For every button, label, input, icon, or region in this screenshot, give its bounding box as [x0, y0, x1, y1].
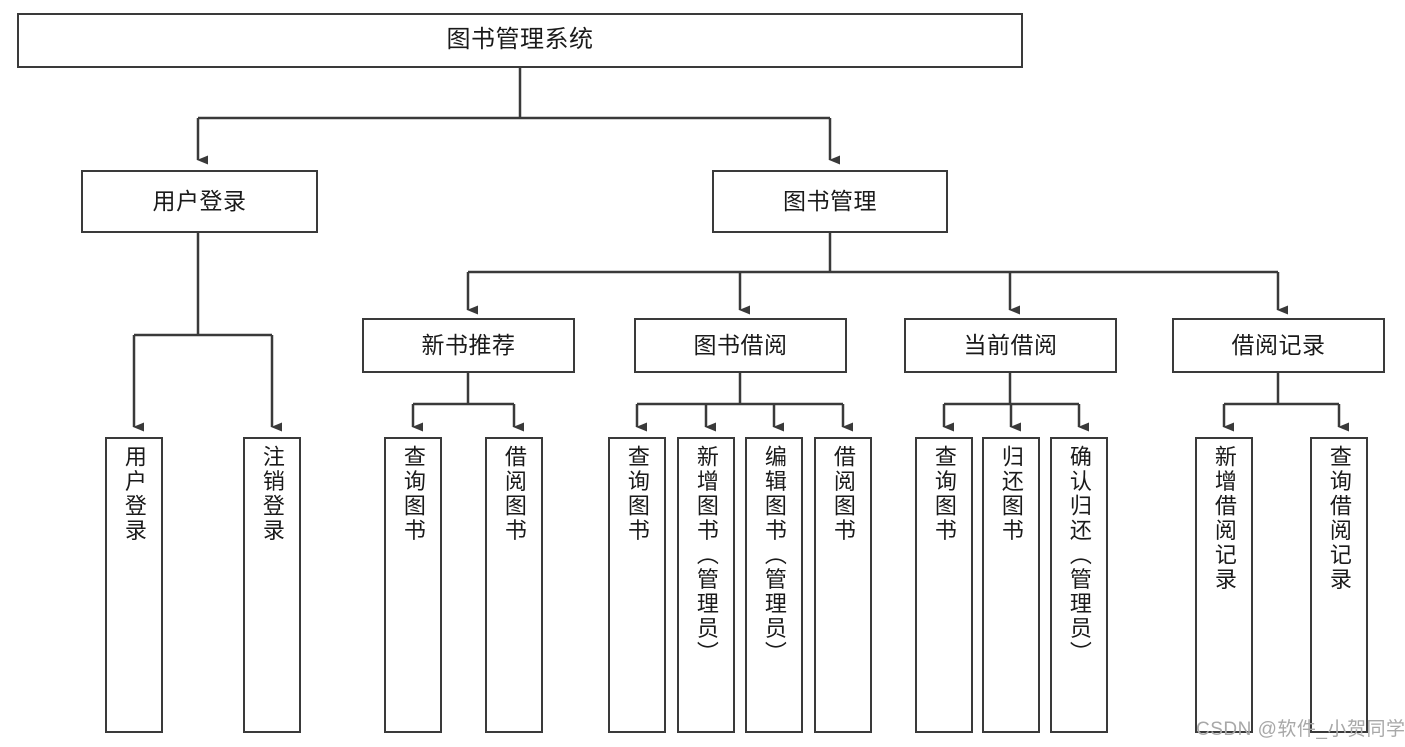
node-leaf-confirm-return-label: 确认归还（管理员）	[1066, 445, 1092, 666]
node-root[interactable]: 图书管理系统	[17, 13, 1023, 68]
node-leaf-add-book[interactable]: 新增图书（管理员）	[677, 437, 735, 733]
node-leaf-query-book-2[interactable]: 查询图书	[608, 437, 666, 733]
node-leaf-user-logout[interactable]: 注销登录	[243, 437, 301, 733]
node-leaf-edit-book[interactable]: 编辑图书（管理员）	[745, 437, 803, 733]
node-leaf-query-book-2-label: 查询图书	[624, 445, 650, 543]
node-borrow-record[interactable]: 借阅记录	[1172, 318, 1385, 373]
node-leaf-user-logout-label: 注销登录	[259, 445, 285, 543]
node-book-management-label: 图书管理	[783, 187, 877, 214]
node-leaf-borrow-book-2-label: 借阅图书	[830, 445, 856, 543]
node-user-login-label: 用户登录	[152, 187, 247, 214]
watermark: CSDN @软件_小贺同学	[1196, 719, 1405, 740]
node-root-label: 图书管理系统	[446, 26, 594, 54]
node-leaf-borrow-book-2[interactable]: 借阅图书	[814, 437, 872, 733]
node-book-borrow-label: 图书借阅	[693, 331, 788, 358]
node-leaf-add-record[interactable]: 新增借阅记录	[1195, 437, 1253, 733]
node-user-login[interactable]: 用户登录	[81, 170, 318, 233]
node-leaf-user-login[interactable]: 用户登录	[105, 437, 163, 733]
node-leaf-add-book-label: 新增图书（管理员）	[693, 445, 719, 666]
node-book-management[interactable]: 图书管理	[712, 170, 948, 233]
node-borrow-record-label: 借阅记录	[1231, 331, 1326, 358]
node-leaf-confirm-return[interactable]: 确认归还（管理员）	[1050, 437, 1108, 733]
node-leaf-query-book-1[interactable]: 查询图书	[384, 437, 442, 733]
node-leaf-return-book-label: 归还图书	[998, 445, 1024, 543]
node-leaf-return-book[interactable]: 归还图书	[982, 437, 1040, 733]
node-leaf-borrow-book-1[interactable]: 借阅图书	[485, 437, 543, 733]
node-leaf-query-record[interactable]: 查询借阅记录	[1310, 437, 1368, 733]
node-leaf-user-login-label: 用户登录	[121, 445, 147, 543]
node-current-borrow[interactable]: 当前借阅	[904, 318, 1117, 373]
node-book-borrow[interactable]: 图书借阅	[634, 318, 847, 373]
node-current-borrow-label: 当前借阅	[963, 331, 1058, 358]
node-new-book-recommend-label: 新书推荐	[421, 331, 516, 358]
node-leaf-borrow-book-1-label: 借阅图书	[501, 445, 527, 543]
node-leaf-edit-book-label: 编辑图书（管理员）	[761, 445, 787, 666]
node-leaf-add-record-label: 新增借阅记录	[1211, 445, 1237, 592]
node-leaf-query-record-label: 查询借阅记录	[1326, 445, 1352, 592]
node-leaf-query-book-1-label: 查询图书	[400, 445, 426, 543]
node-new-book-recommend[interactable]: 新书推荐	[362, 318, 575, 373]
node-leaf-query-book-3-label: 查询图书	[931, 445, 957, 543]
node-leaf-query-book-3[interactable]: 查询图书	[915, 437, 973, 733]
